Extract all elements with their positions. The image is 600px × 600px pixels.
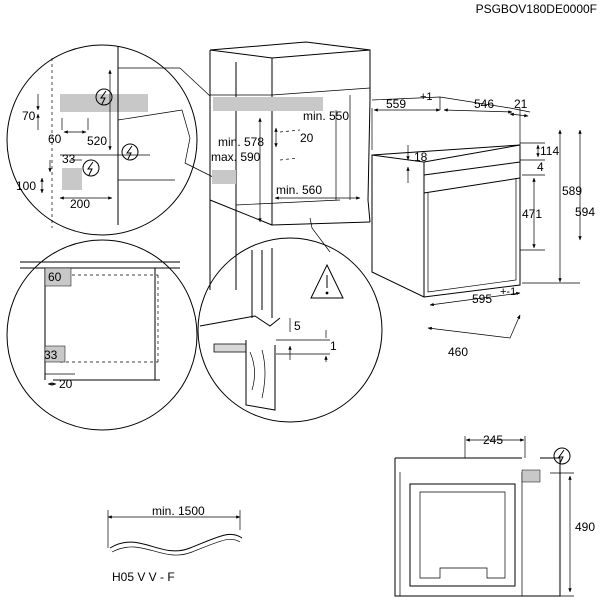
dim-114: 114 (540, 144, 559, 158)
dim-559: 559 (386, 97, 406, 111)
detail-circle-bottom (6, 239, 198, 431)
power-cable: min. 1500 H05 V V - F (107, 504, 243, 584)
dim-460: 460 (448, 345, 468, 359)
detail-circle-warning (197, 237, 383, 423)
socket-zone-front (521, 469, 541, 483)
cable-type-label: H05 V V - F (112, 570, 175, 584)
clearance-zone-top (44, 267, 72, 287)
socket-zone-lower (62, 168, 82, 190)
dim-594: 594 (575, 205, 595, 219)
dim-595-tolerance: +-1 (500, 286, 516, 298)
dim-245: 245 (483, 433, 503, 447)
product-code: PSGBOV180DE0000F (476, 2, 597, 16)
socket-zone-upper (60, 94, 148, 112)
dim-471: 471 (522, 207, 542, 221)
dim-5: 5 (294, 319, 301, 333)
dim-20-bottom: 20 (59, 377, 73, 391)
dim-21: 21 (514, 97, 528, 111)
socket-zone-cabinet-low (212, 170, 236, 184)
electric-hazard-icon (553, 447, 571, 465)
warning-triangle-icon (310, 263, 344, 299)
clearance-zone-side (44, 345, 66, 363)
dim-33: 33 (62, 152, 76, 166)
dim-546: 546 (474, 97, 494, 111)
leader-line (179, 67, 211, 97)
dim-595: 595 (472, 292, 492, 306)
cable-length-label: min. 1500 (152, 504, 205, 518)
dim-min-550: min. 550 (303, 109, 349, 123)
dim-490: 490 (575, 520, 595, 534)
dim-min-560: min. 560 (276, 183, 322, 197)
dim-200: 200 (70, 197, 90, 211)
dim-max-590: max. 590 (211, 150, 261, 164)
socket-zone-cabinet (213, 97, 323, 111)
dim-589: 589 (562, 184, 582, 198)
dim-20: 20 (300, 131, 314, 145)
dim-1: 1 (330, 339, 337, 353)
dim-60: 60 (48, 132, 62, 146)
electric-hazard-icon (82, 159, 100, 177)
dim-559-tolerance: +1 (420, 91, 433, 103)
dim-70: 70 (22, 109, 36, 123)
leader-line (181, 109, 216, 179)
dim-33-bottom: 33 (44, 348, 58, 362)
dim-520: 520 (87, 134, 107, 148)
cabinet-niche: min. 550 min. 578 max. 590 20 min. 560 (209, 41, 371, 290)
detail-circle-top (6, 44, 198, 236)
dim-18: 18 (414, 150, 428, 164)
dim-4: 4 (537, 160, 544, 174)
detail-socket-position: 70 60 520 33 100 200 (6, 44, 198, 236)
dim-100: 100 (16, 179, 36, 193)
dim-60-bottom: 60 (48, 270, 62, 284)
electric-hazard-icon (121, 143, 139, 161)
detail-warning: 5 1 (197, 237, 383, 423)
dim-min-578: min. 578 (218, 135, 264, 149)
detail-side-clearance: 60 33 20 (6, 239, 198, 431)
electric-hazard-icon (95, 88, 113, 106)
oven-view: 559 +1 546 21 18 114 4 589 594 471 595 +… (371, 91, 595, 359)
front-view: 245 490 (394, 433, 595, 597)
